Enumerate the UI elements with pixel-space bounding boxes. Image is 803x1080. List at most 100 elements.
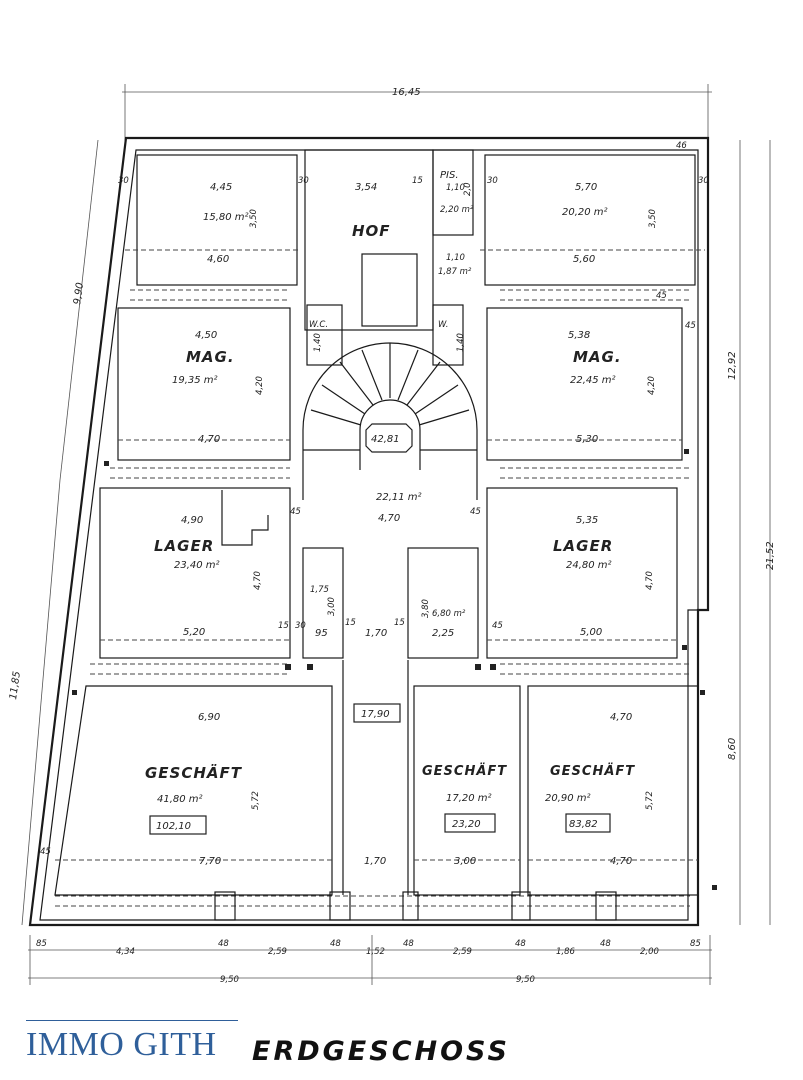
wall-30e: 30 [295, 621, 306, 631]
geschaeft-2-label: GESCHÄFT [422, 763, 507, 779]
dim-right-3: 8,60 [727, 738, 738, 760]
lager-left-bottom: 5,20 [183, 627, 205, 638]
corridor-box: 17,90 [361, 709, 390, 720]
pis-height: 2,0 [463, 182, 473, 196]
wc-right-label: W. [438, 320, 448, 330]
pis-lower-width: 1,10 [446, 253, 465, 263]
wc-right-dim: 1,40 [456, 333, 466, 352]
geschaeft-1-top: 6,90 [198, 712, 220, 723]
wall-45c: 45 [290, 507, 301, 517]
mag-left-top: 4,50 [195, 330, 217, 341]
geschaeft-3-top: 4,70 [610, 712, 632, 723]
bottom-dim-7: 48 [403, 939, 414, 949]
geschaeft-1-height: 5,72 [251, 791, 261, 810]
pis-lower-area: 1,87 m² [438, 267, 472, 277]
room-tr-top: 5,70 [575, 182, 597, 193]
small-right-area: 6,80 m² [432, 609, 466, 619]
small-left-h: 3,00 [327, 597, 337, 616]
room-tr-area: 20,20 m² [562, 207, 608, 218]
corridor: 1,70 15 15 17,90 1,70 [342, 618, 409, 895]
room-tr-bottom: 5,60 [573, 254, 595, 265]
mag-right-area: 22,45 m² [570, 375, 616, 386]
room-tl-bottom: 4,60 [207, 254, 229, 265]
bottom-dim-12: 2,00 [640, 947, 659, 957]
geschaeft-3-bottom: 4,70 [610, 856, 632, 867]
wc-right: W. 1,40 [432, 304, 466, 366]
room-top-left: 4,45 15,80 m² 3,50 4,60 30 30 [118, 154, 309, 286]
lager-right-area: 24,80 m² [566, 560, 612, 571]
geschaeft-2-area: 17,20 m² [446, 793, 492, 804]
room-tl-height: 3,50 [249, 209, 259, 228]
bottom-dim-9: 48 [515, 939, 526, 949]
wc-left-dim: 1,40 [313, 333, 323, 352]
outer-wall [28, 136, 710, 927]
bottom-dim-5: 48 [330, 939, 341, 949]
room-tr-height: 3,50 [648, 209, 658, 228]
geschaeft-2: GESCHÄFT 17,20 m² 23,20 3,00 [413, 685, 521, 896]
geschaeft-1-bottom: 7,70 [199, 856, 221, 867]
geschaeft-3-height: 5,72 [645, 791, 655, 810]
wall-46: 46 [676, 141, 687, 151]
dim-right-2: 21,52 [765, 541, 776, 570]
corridor-lower: 1,70 [364, 856, 386, 867]
geschaeft-3-label: GESCHÄFT [550, 763, 635, 779]
wall-15b: 15 [278, 621, 289, 631]
mag-right-label: MAG. [573, 348, 622, 366]
wall-15d: 15 [394, 618, 405, 628]
facade-piers [214, 891, 617, 921]
geschaeft-2-bottom: 3,00 [454, 856, 476, 867]
dim-right-1: 12,92 [727, 351, 738, 380]
wall-15a: 15 [412, 176, 423, 186]
inner-wall [39, 149, 699, 921]
wall-45d: 45 [470, 507, 481, 517]
small-room-left: 1,75 3,00 95 15 30 [278, 547, 344, 659]
geschaeft-3-box: 83,82 [569, 819, 598, 830]
room-tl-area: 15,80 m² [203, 212, 249, 223]
geschaeft-3: 4,70 GESCHÄFT 20,90 m² 83,82 5,72 4,70 4… [40, 685, 699, 896]
wall-45f: 45 [40, 847, 51, 857]
small-left-bottom: 95 [315, 628, 328, 639]
small-left-w: 1,75 [310, 585, 329, 595]
stair-area-box: 42,81 [371, 434, 400, 445]
courtyard: 3,54 HOF 15 [304, 149, 434, 331]
pis-width: 1,10 [446, 183, 465, 193]
wc-left-label: W.C. [309, 320, 328, 330]
bottom-total-right: 9,50 [516, 975, 535, 985]
small-right-w: 3,80 [421, 599, 431, 618]
floor-title: ERDGESCHOSS [252, 1036, 510, 1067]
lager-right-bottom: 5,00 [580, 627, 602, 638]
bottom-dim-1: 85 [36, 939, 47, 949]
pis-label: PIS. [440, 170, 459, 181]
wall-30d: 30 [698, 176, 709, 186]
mag-left-area: 19,35 m² [172, 375, 218, 386]
lager-right-top: 5,35 [576, 515, 598, 526]
company-logo: IMMO GITH [26, 1026, 217, 1063]
staircase: 42,81 22,11 m² 4,70 45 45 [290, 342, 481, 524]
lager-left-label: LAGER [154, 537, 214, 555]
dim-left-upper: 9,90 [72, 282, 86, 306]
hof-label: HOF [352, 222, 391, 240]
geschaeft-1-area: 41,80 m² [157, 794, 203, 805]
lager-left-height: 4,70 [253, 571, 263, 590]
wall-45e: 45 [492, 621, 503, 631]
stair-area: 22,11 m² [376, 492, 422, 503]
pis-room: PIS. 1,10 2,0 2,20 m² 1,10 1,87 m² 46 [432, 141, 687, 277]
stair-width: 4,70 [378, 513, 400, 524]
geschaeft-2-box: 23,20 [452, 819, 481, 830]
geschaeft-1-label: GESCHÄFT [145, 763, 243, 782]
wall-30a: 30 [118, 176, 129, 186]
mag-left: 4,50 MAG. 19,35 m² 4,20 4,70 45 45 [117, 291, 696, 461]
geschaeft-1-box: 102,10 [156, 821, 191, 832]
mag-right-height: 4,20 [647, 376, 657, 395]
small-right-bottom: 2,25 [432, 628, 454, 639]
small-room-right: 3,80 6,80 m² 2,25 45 [407, 547, 503, 659]
room-tl-top: 4,45 [210, 182, 232, 193]
bottom-dim-13: 85 [690, 939, 701, 949]
right-dimensions: 12,92 21,52 8,60 [727, 140, 776, 925]
geschaeft-3-area: 20,90 m² [545, 793, 591, 804]
lager-left-top: 4,90 [181, 515, 203, 526]
bottom-dim-8: 2,59 [453, 947, 472, 957]
wall-30b: 30 [298, 176, 309, 186]
room-tc-width: 3,54 [355, 182, 377, 193]
